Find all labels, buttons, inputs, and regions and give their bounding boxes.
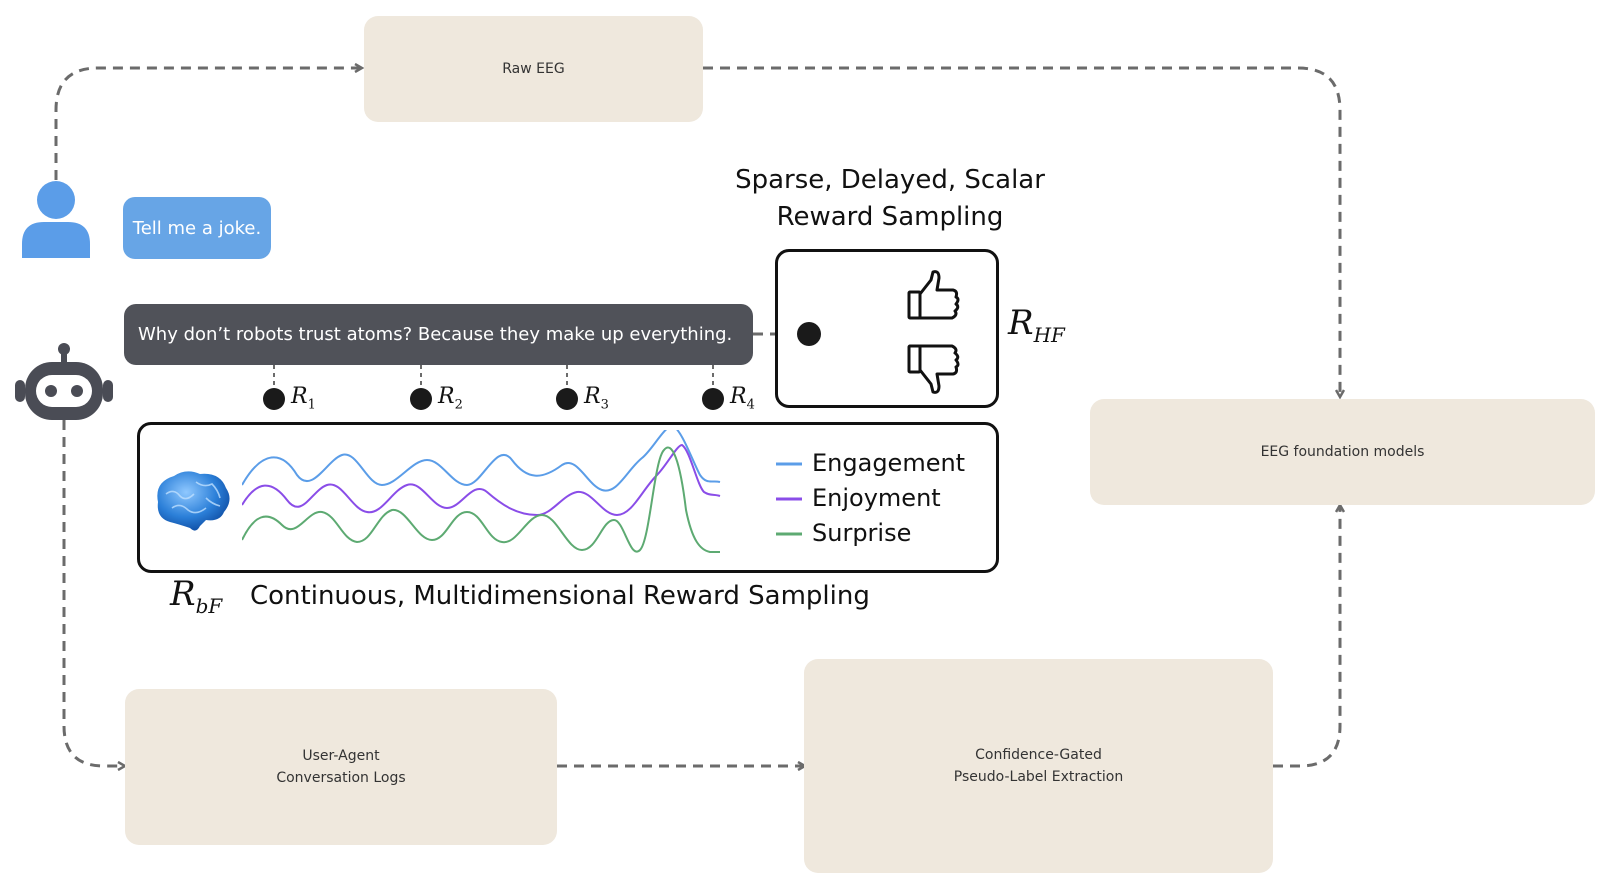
arrow-raw-eeg-to-foundation	[703, 66, 1340, 396]
arrow-user-to-raw-eeg	[54, 68, 361, 180]
pseudo-label-line2: Pseudo-Label Extraction	[953, 769, 1124, 785]
hf-title-line1: Sparse, Delayed, Scalar	[735, 165, 1045, 195]
reward-marker-label-2: R2	[438, 384, 463, 413]
hf-title: Sparse, Delayed, Scalar Reward Sampling	[710, 162, 1070, 236]
reward-marker-label-3: R3	[584, 384, 609, 413]
reward-marker-label-4: R4	[730, 384, 755, 413]
arrow-pseudo-label-to-foundation	[1273, 506, 1340, 768]
conversation-logs-box: User-Agent Conversation Logs	[125, 689, 557, 845]
robot-icon	[15, 343, 113, 420]
legend-label-surprise: Surprise	[812, 519, 912, 547]
hf-title-line2: Reward Sampling	[776, 202, 1004, 232]
brain-signal-box	[137, 422, 999, 573]
reward-marker-label-1: R1	[291, 384, 316, 413]
reward-marker-dot-3	[556, 388, 578, 410]
signal-engagement-line	[242, 430, 721, 492]
user-message-bubble: Tell me a joke.	[123, 197, 271, 259]
brain-icon	[157, 471, 230, 531]
legend-label-enjoyment: Enjoyment	[812, 484, 941, 512]
reward-marker-dot-2	[410, 388, 432, 410]
hf-sampling-node	[797, 322, 821, 346]
reward-marker-dot-4	[702, 388, 724, 410]
r-hf-symbol: RHF	[1008, 303, 1065, 347]
agent-message-text: Why don’t robots trust atoms? Because th…	[138, 324, 733, 345]
r-bf-symbol: RbF	[170, 574, 223, 618]
user-message-text: Tell me a joke.	[132, 217, 262, 239]
bf-caption: Continuous, Multidimensional Reward Samp…	[250, 581, 870, 611]
arrow-robot-to-logs	[62, 420, 124, 766]
conversation-logs-label-line1: User-Agent	[302, 748, 380, 764]
legend-label-engagement: Engagement	[812, 449, 966, 477]
conversation-logs-label-line2: Conversation Logs	[276, 770, 406, 786]
signal-enjoyment-line	[242, 443, 721, 517]
user-icon	[22, 181, 90, 258]
legend-swatches	[776, 462, 802, 536]
pseudo-label-line1: Confidence-Gated	[975, 747, 1102, 763]
eeg-foundation-label: EEG foundation models	[1260, 444, 1425, 460]
thumbs-down-icon	[907, 344, 960, 394]
raw-eeg-label: Raw EEG	[502, 61, 565, 77]
reward-signal-plot	[242, 430, 721, 553]
eeg-foundation-models-box: EEG foundation models	[1090, 399, 1595, 505]
raw-eeg-box: Raw EEG	[364, 16, 703, 122]
pseudo-label-extraction-box: Confidence-Gated Pseudo-Label Extraction	[804, 659, 1273, 873]
signal-surprise-line	[242, 446, 720, 553]
agent-message-bubble: Why don’t robots trust atoms? Because th…	[124, 304, 753, 365]
reward-marker-dot-1	[263, 388, 285, 410]
thumbs-up-icon	[907, 270, 960, 320]
